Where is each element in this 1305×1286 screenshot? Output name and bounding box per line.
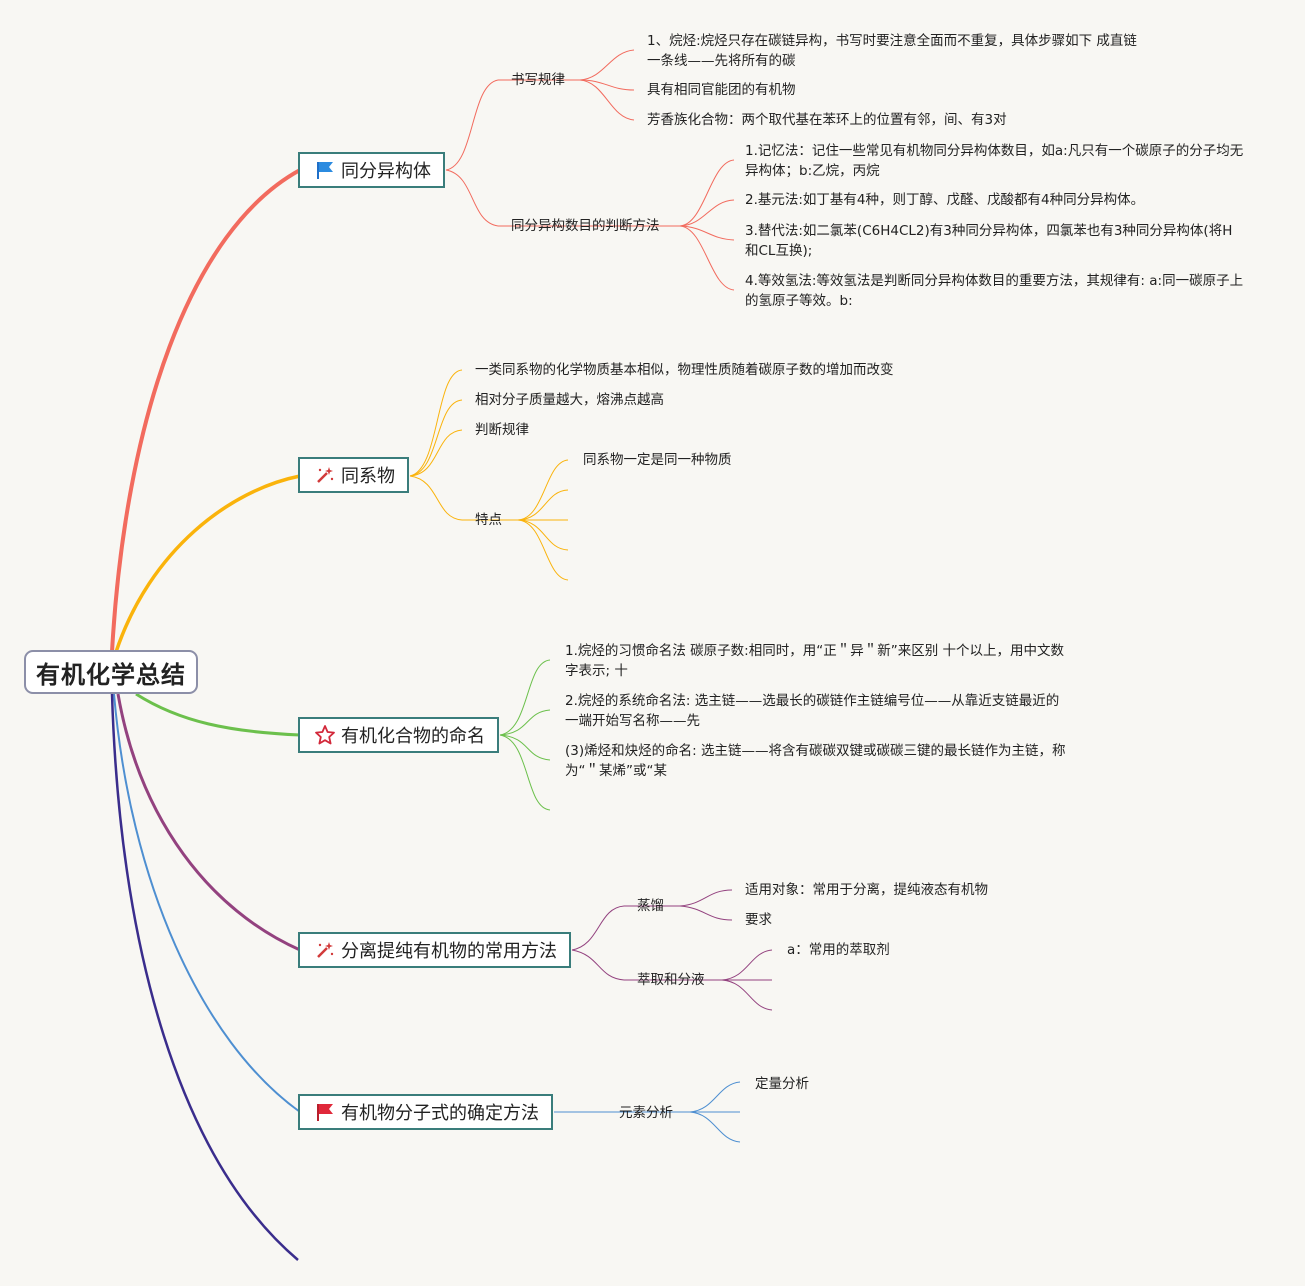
homolog-feature-label[interactable]: 特点 bbox=[475, 512, 502, 528]
connector-naming bbox=[135, 692, 301, 737]
red-flag-icon bbox=[314, 1101, 336, 1123]
naming-item-2[interactable]: 2.烷烃的系统命名法: 选主链——选最长的碳链作主链编号位——从靠近支链最近的一… bbox=[565, 693, 1060, 729]
isomer-rule-item-1[interactable]: 1、烷烃:烷烃只存在碳链异构，书写时要注意全面而不重复，具体步骤如下 成直链一条… bbox=[647, 33, 1137, 69]
homolog-item-3[interactable]: 判断规律 bbox=[475, 422, 529, 438]
homolog-feature-item-1[interactable]: 同系物一定是同一种物质 bbox=[583, 452, 732, 468]
branch-separation-title: 分离提纯有机物的常用方法 bbox=[341, 941, 557, 962]
separation-distill-item-2[interactable]: 要求 bbox=[745, 912, 772, 928]
isomer-rule-item-2[interactable]: 具有相同官能团的有机物 bbox=[647, 82, 796, 98]
branch-homolog-title: 同系物 bbox=[341, 466, 395, 487]
homolog-item-2[interactable]: 相对分子质量越大，熔沸点越高 bbox=[475, 392, 664, 408]
homolog-item-1[interactable]: 一类同系物的化学物质基本相似，物理性质随着碳原子数的增加而改变 bbox=[475, 362, 894, 378]
blue-flag-icon bbox=[314, 159, 336, 181]
separation-distill-item-1[interactable]: 适用对象：常用于分离，提纯液态有机物 bbox=[745, 882, 988, 898]
isomer-method-item-3[interactable]: 3.替代法:如二氯苯(C6H4CL2)有3种同分异构体，四氯苯也有3种同分异构体… bbox=[745, 223, 1233, 259]
connector-extra bbox=[110, 693, 299, 1261]
branch-isomer-title: 同分异构体 bbox=[341, 161, 431, 182]
connector-separation bbox=[116, 693, 301, 952]
branch-isomer[interactable]: 同分异构体 bbox=[298, 152, 445, 188]
red-star-icon bbox=[314, 724, 336, 746]
root-node[interactable]: 有机化学总结 bbox=[24, 650, 198, 694]
isomer-rules-label[interactable]: 书写规律 bbox=[511, 72, 565, 88]
magic-wand-icon bbox=[314, 939, 336, 961]
branch-formula-title: 有机物分子式的确定方法 bbox=[341, 1103, 539, 1124]
naming-item-3[interactable]: (3)烯烃和炔烃的命名: 选主链——将含有碳碳双键或碳碳三键的最长链作为主链，称… bbox=[565, 743, 1066, 779]
isomer-rule-item-3[interactable]: 芳香族化合物：两个取代基在苯环上的位置有邻，间、有3对 bbox=[647, 112, 1007, 128]
branch-formula[interactable]: 有机物分子式的确定方法 bbox=[298, 1094, 553, 1130]
separation-extract-item-1[interactable]: a：常用的萃取剂 bbox=[787, 942, 890, 958]
magic-wand-icon bbox=[314, 464, 336, 486]
connector-formula bbox=[113, 693, 301, 1113]
branch-naming-title: 有机化合物的命名 bbox=[341, 726, 485, 747]
naming-item-1[interactable]: 1.烷烃的习惯命名法 碳原子数:相同时，用“正＂异＂新”来区别 十个以上，用中文… bbox=[565, 643, 1064, 679]
connector-homolog bbox=[114, 474, 301, 653]
connector-isomer bbox=[110, 168, 301, 653]
formula-element-item-1[interactable]: 定量分析 bbox=[755, 1076, 809, 1092]
branch-naming[interactable]: 有机化合物的命名 bbox=[298, 717, 499, 753]
formula-element-label[interactable]: 元素分析 bbox=[619, 1105, 673, 1121]
isomer-method-item-4[interactable]: 4.等效氢法:等效氢法是判断同分异构体数目的重要方法，其规律有: a:同一碳原子… bbox=[745, 273, 1244, 309]
isomer-method-item-2[interactable]: 2.基元法:如丁基有4种，则丁醇、戊醛、戊酸都有4种同分异构体。 bbox=[745, 192, 1145, 208]
isomer-method-item-1[interactable]: 1.记忆法：记住一些常见有机物同分异构体数目，如a:凡只有一个碳原子的分子均无异… bbox=[745, 143, 1244, 179]
separation-extract-label[interactable]: 萃取和分液 bbox=[637, 972, 705, 988]
branch-separation[interactable]: 分离提纯有机物的常用方法 bbox=[298, 932, 571, 968]
branch-homolog[interactable]: 同系物 bbox=[298, 457, 409, 493]
separation-distill-label[interactable]: 蒸馏 bbox=[637, 898, 664, 914]
isomer-methods-label[interactable]: 同分异构数目的判断方法 bbox=[511, 218, 660, 234]
